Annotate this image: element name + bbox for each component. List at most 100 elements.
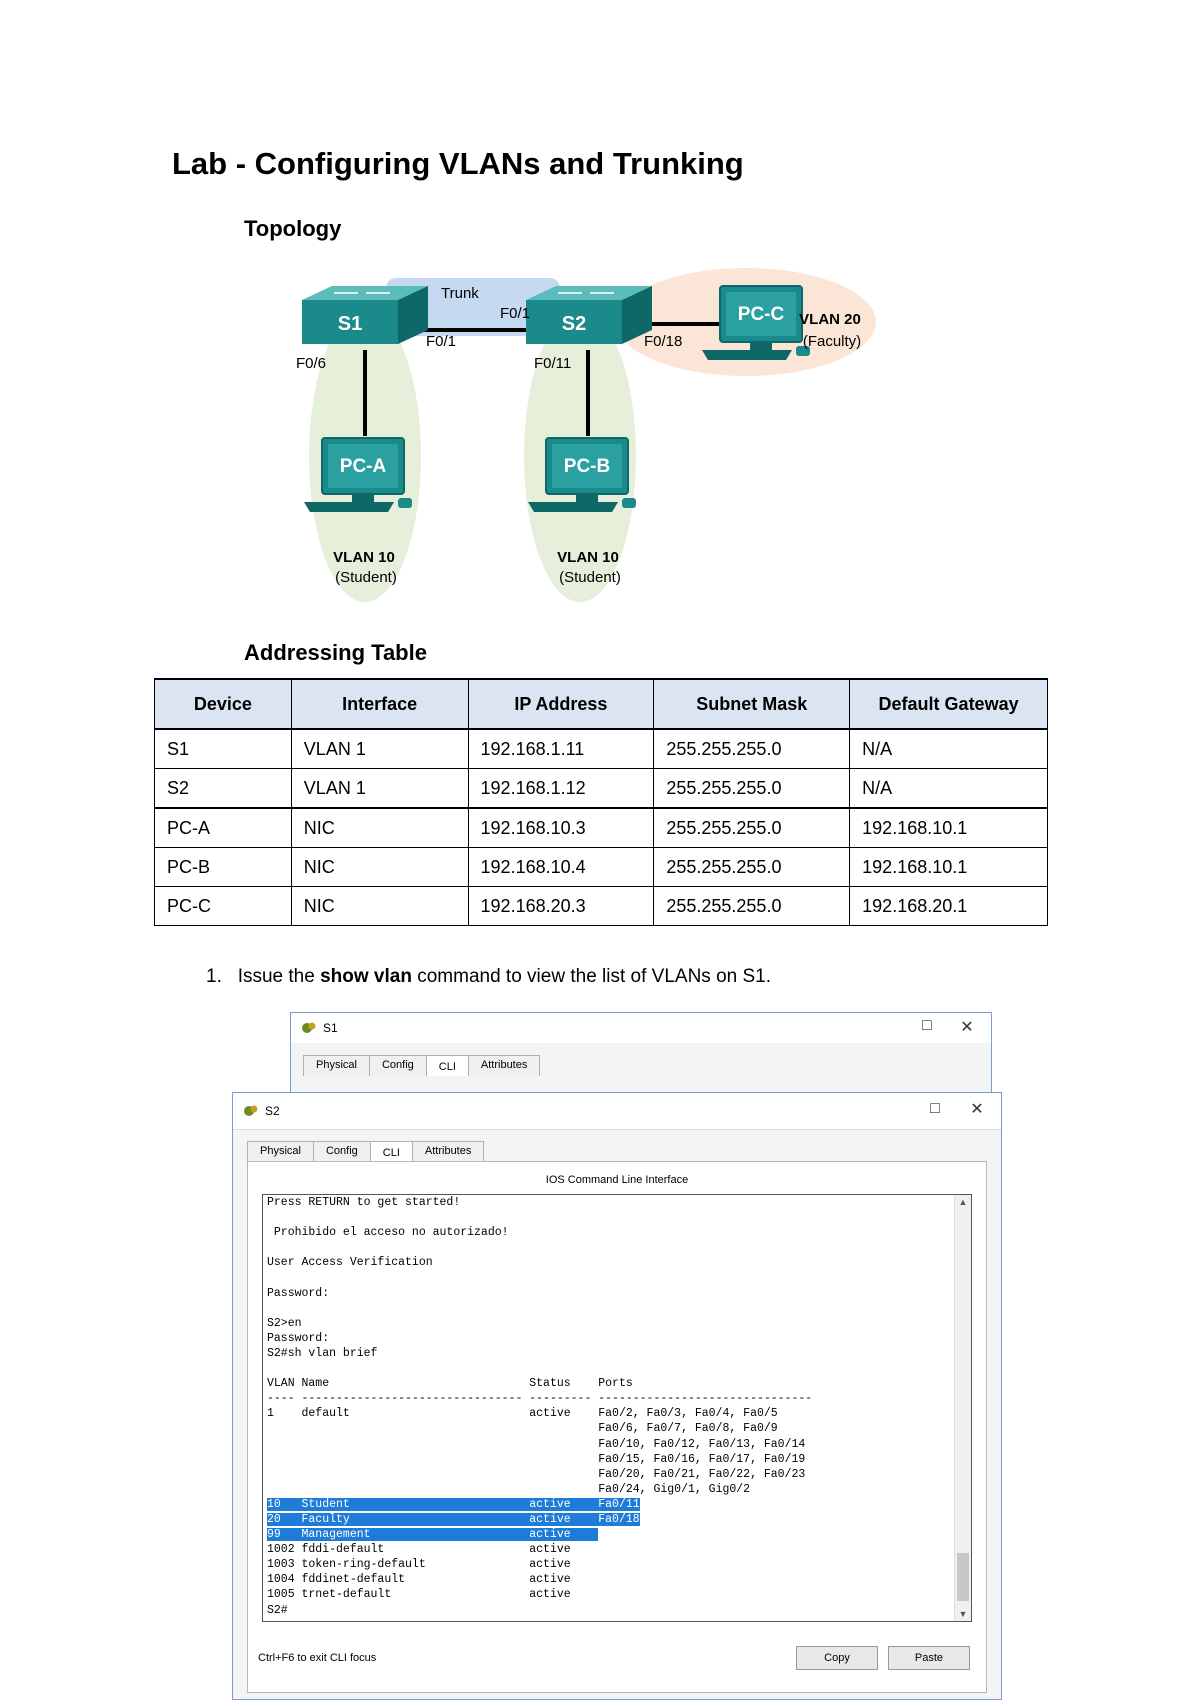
cell: N/A <box>849 728 1048 769</box>
table-header-row: Device Interface IP Address Subnet Mask … <box>154 678 1048 730</box>
cell: 192.168.1.12 <box>467 768 655 809</box>
vlan-a-name: VLAN 10 <box>333 549 395 566</box>
step-command: show vlan <box>320 966 412 987</box>
terminal-output[interactable]: Press RETURN to get started! Prohibido e… <box>262 1194 972 1622</box>
pc-c-label: PC-C <box>738 304 785 325</box>
tab-config[interactable]: Config <box>312 1141 371 1162</box>
terminal-line: VLAN Name Status Ports <box>267 1377 633 1391</box>
terminal-line: Fa0/24, Gig0/1, Gig0/2 <box>267 1482 751 1496</box>
port-s2-f018: F0/18 <box>644 333 682 350</box>
terminal-line: Prohibido el acceso no autorizado! <box>267 1226 509 1240</box>
addressing-table: Device Interface IP Address Subnet Mask … <box>154 678 1048 926</box>
header-device: Device <box>154 678 292 730</box>
restore-icon[interactable]: □ <box>922 1017 932 1034</box>
terminal-line: 1005 trnet-default active <box>267 1588 571 1602</box>
panel-caption: IOS Command Line Interface <box>545 1174 689 1186</box>
cell: 192.168.1.11 <box>467 728 655 769</box>
tab-attributes[interactable]: Attributes <box>411 1141 485 1162</box>
window-s2-title: S2 <box>265 1104 280 1118</box>
window-s1-titlebar[interactable]: S1 □ ✕ <box>291 1013 991 1043</box>
tab-physical[interactable]: Physical <box>303 1055 370 1076</box>
terminal-line: Fa0/6, Fa0/7, Fa0/8, Fa0/9 <box>267 1422 778 1436</box>
cell: 192.168.20.3 <box>467 886 655 926</box>
table-row: PC-A NIC 192.168.10.3 255.255.255.0 192.… <box>154 807 1048 848</box>
terminal-line: 1004 fddinet-default active <box>267 1573 571 1587</box>
table-row: S1 VLAN 1 192.168.1.11 255.255.255.0 N/A <box>154 728 1048 769</box>
terminal-text[interactable]: Press RETURN to get started! Prohibido e… <box>263 1195 971 1618</box>
tab-attributes[interactable]: Attributes <box>467 1055 541 1076</box>
header-ip-address: IP Address <box>467 678 655 730</box>
packet-tracer-icon <box>244 1105 258 1116</box>
cell: NIC <box>290 886 469 926</box>
vlan-b-desc: (Student) <box>559 569 621 586</box>
terminal-line: Password: <box>267 1331 330 1345</box>
pc-a-label: PC-A <box>340 456 387 477</box>
cell: PC-B <box>154 847 292 887</box>
cell: 255.255.255.0 <box>653 886 851 926</box>
cell: VLAN 1 <box>290 768 469 809</box>
header-default-gateway: Default Gateway <box>849 678 1048 730</box>
terminal-line-selected: 10 Student active Fa0/11 <box>267 1497 640 1511</box>
cell: PC-A <box>154 807 292 848</box>
step-instruction: 1. Issue the show vlan command to view t… <box>206 966 771 988</box>
terminal-line: Fa0/15, Fa0/16, Fa0/17, Fa0/19 <box>267 1452 806 1466</box>
cell: 192.168.10.3 <box>467 807 655 848</box>
trunk-label: Trunk <box>441 285 479 302</box>
table-row: PC-C NIC 192.168.20.3 255.255.255.0 192.… <box>154 886 1048 926</box>
scroll-up-icon[interactable]: ▲ <box>958 1197 968 1207</box>
cell: N/A <box>849 768 1048 809</box>
terminal-line: Password: <box>267 1286 330 1300</box>
trunk-zone <box>386 278 560 336</box>
tab-config[interactable]: Config <box>368 1055 427 1076</box>
scroll-thumb[interactable] <box>957 1553 969 1601</box>
pc-b: PC-B <box>528 437 636 512</box>
window-s2-titlebar[interactable]: S2 □ ✕ <box>233 1093 1001 1130</box>
cell: 192.168.10.1 <box>849 847 1048 887</box>
maximize-icon[interactable]: □ <box>930 1100 940 1117</box>
terminal-scrollbar[interactable]: ▲ ▼ <box>954 1195 971 1621</box>
header-subnet-mask: Subnet Mask <box>653 678 851 730</box>
cell: 192.168.10.1 <box>849 807 1048 848</box>
terminal-line-selected: 20 Faculty active Fa0/18 <box>267 1512 640 1526</box>
terminal-line: User Access Verification <box>267 1256 433 1270</box>
paste-button[interactable]: Paste <box>888 1646 970 1670</box>
tab-cli[interactable]: CLI <box>425 1055 469 1076</box>
cell: 192.168.10.4 <box>467 847 655 887</box>
terminal-line: 1003 token-ring-default active <box>267 1558 571 1572</box>
terminal-line: S2# <box>267 1603 288 1617</box>
cell: VLAN 1 <box>290 728 469 769</box>
cell: 255.255.255.0 <box>653 807 851 848</box>
port-s1-f01: F0/1 <box>426 333 456 350</box>
cell: 192.168.20.1 <box>849 886 1048 926</box>
pc-a: PC-A <box>304 437 412 512</box>
s2-label: S2 <box>562 313 586 335</box>
scroll-down-icon[interactable]: ▼ <box>958 1609 968 1619</box>
close-icon[interactable]: ✕ <box>960 1019 974 1036</box>
cli-focus-hint: Ctrl+F6 to exit CLI focus <box>258 1652 377 1664</box>
terminal-line-selected: 99 Management active <box>267 1528 599 1542</box>
port-s2-f011: F0/11 <box>534 355 571 372</box>
terminal-line: ---- -------------------------------- --… <box>267 1392 813 1406</box>
vlan-a-desc: (Student) <box>335 569 397 586</box>
tab-cli[interactable]: CLI <box>369 1141 413 1162</box>
switch-s1: S1 <box>302 286 428 344</box>
cell: 255.255.255.0 <box>653 728 851 769</box>
tab-physical[interactable]: Physical <box>247 1141 314 1162</box>
terminal-line: 1002 fddi-default active <box>267 1543 571 1557</box>
step-text-pre: Issue the <box>237 966 321 987</box>
terminal-line: S2#sh vlan brief <box>267 1346 378 1360</box>
window-s2[interactable]: S2 □ ✕ Physical Config CLI Attributes IO… <box>232 1092 1002 1700</box>
cli-panel: IOS Command Line Interface Press RETURN … <box>247 1161 987 1693</box>
close-icon[interactable]: ✕ <box>970 1101 984 1118</box>
header-interface: Interface <box>290 678 469 730</box>
cell: NIC <box>290 847 469 887</box>
pc-c: PC-C <box>702 285 810 360</box>
terminal-line: Fa0/10, Fa0/12, Fa0/13, Fa0/14 <box>267 1437 806 1451</box>
step-text-post: command to view the list of VLANs on S1. <box>411 966 772 987</box>
vlan-c-name: VLAN 20 <box>799 311 861 328</box>
topology-heading: Topology <box>244 216 342 241</box>
terminal-line: S2>en <box>267 1316 302 1330</box>
copy-button[interactable]: Copy <box>796 1646 878 1670</box>
packet-tracer-icon <box>302 1022 316 1033</box>
window-s2-tabs: Physical Config CLI Attributes <box>247 1141 485 1162</box>
